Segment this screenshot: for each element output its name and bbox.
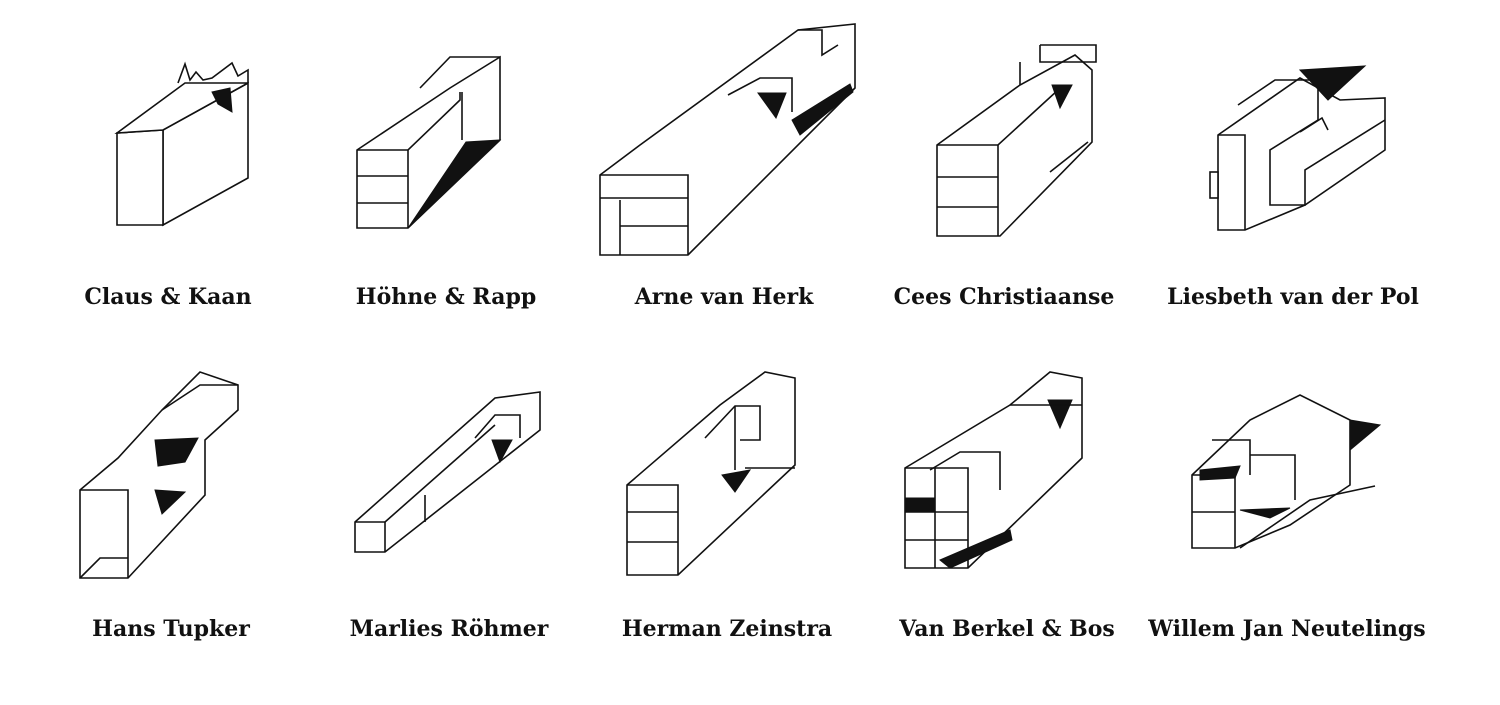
massing-hans-tupker [79,371,239,579]
label-willem-jan-neutelings: Willem Jan Neutelings [1148,616,1426,642]
massing-arne-van-herk [599,23,856,256]
label-claus-kaan: Claus & Kaan [84,284,252,310]
label-van-berkel-bos: Van Berkel & Bos [899,616,1115,642]
label-cees-christiaanse: Cees Christiaanse [893,284,1115,310]
label-marlies-roehmer: Marlies Röhmer [349,616,549,642]
label-hoehne-rapp: Höhne & Rapp [355,284,537,310]
massing-hoehne-rapp [356,55,502,229]
label-hans-tupker: Hans Tupker [92,616,250,642]
massing-claus-kaan [114,61,249,227]
massing-cees-christiaanse [936,44,1097,237]
massing-marlies-roehmer [354,391,541,553]
massing-van-berkel-bos [904,371,1083,569]
massing-liesbeth-van-der-pol [1209,65,1386,231]
massing-herman-zeinstra [626,371,796,576]
label-herman-zeinstra: Herman Zeinstra [621,616,833,642]
label-arne-van-herk: Arne van Herk [634,284,814,310]
label-liesbeth-van-der-pol: Liesbeth van der Pol [1167,284,1419,310]
massing-willem-jan-neutelings [1191,394,1382,549]
